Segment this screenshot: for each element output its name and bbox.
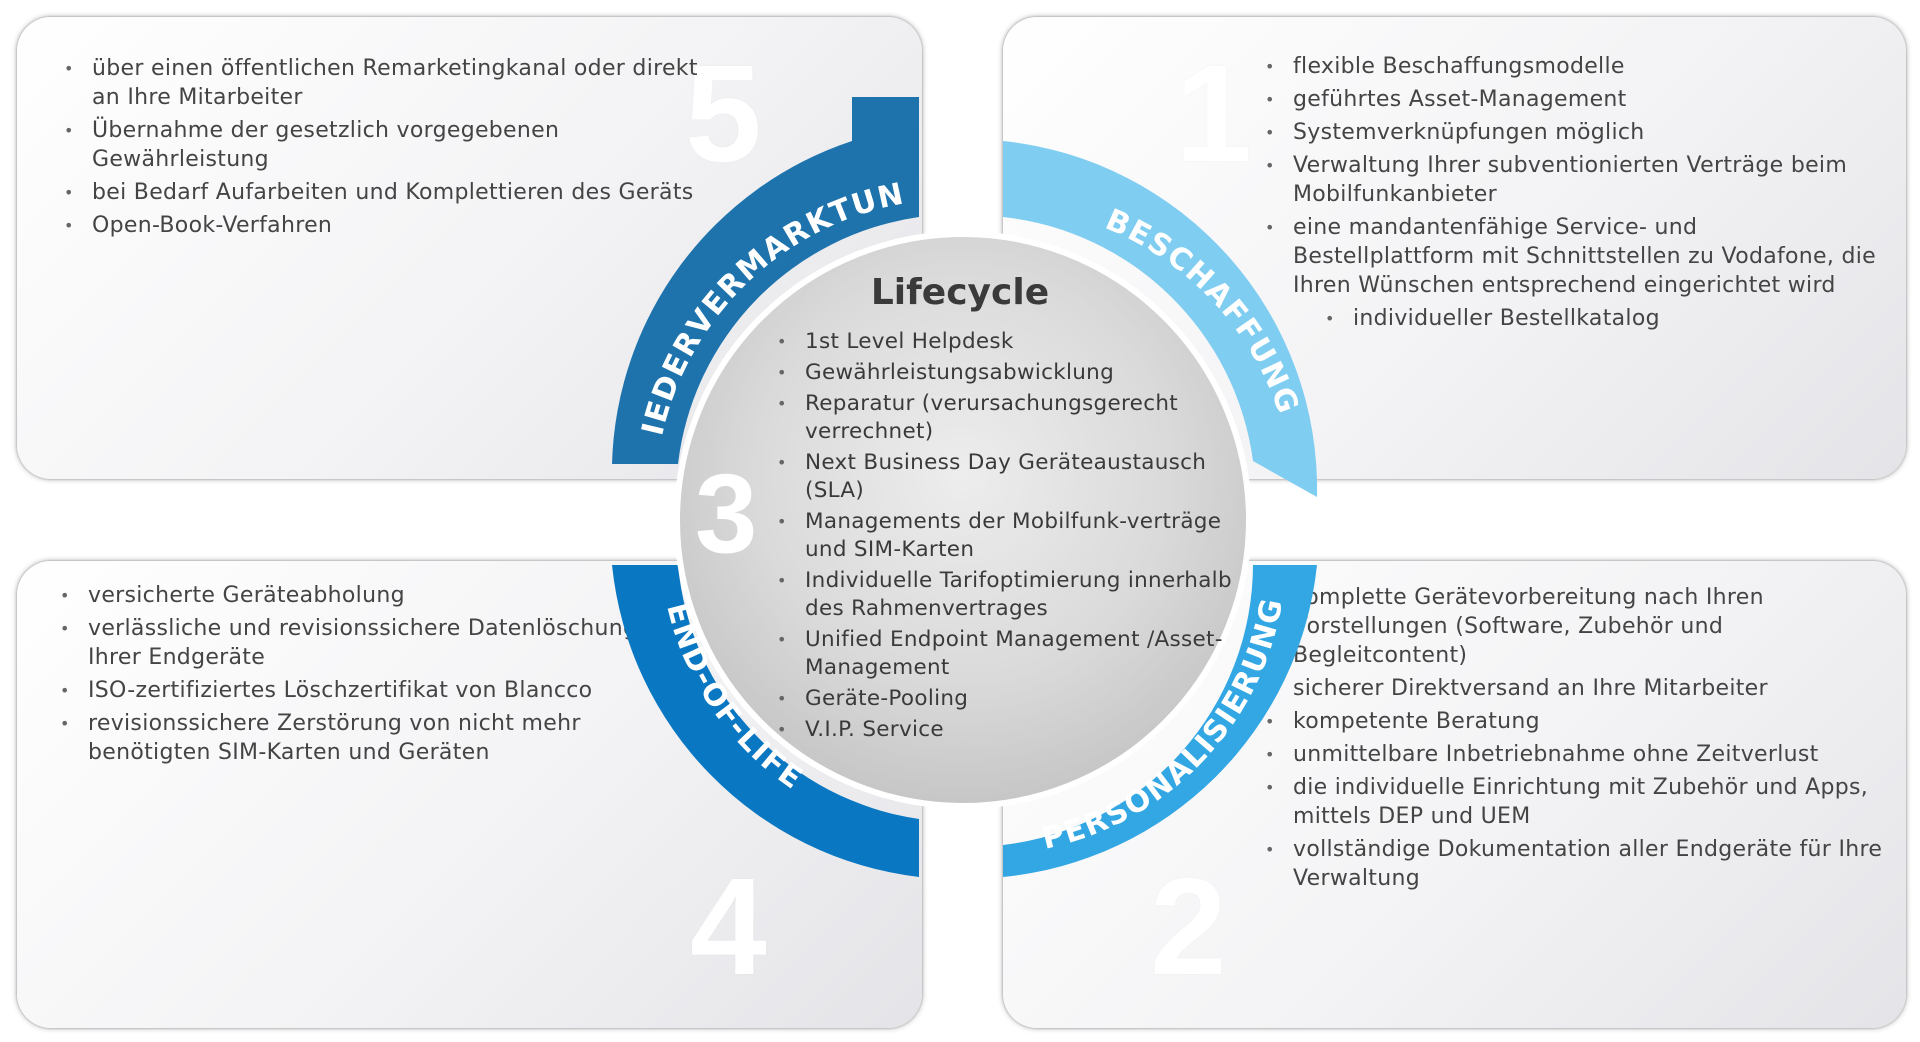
- personalisierung-list: komplette Gerätevorbereitung nach Ihren …: [1263, 583, 1893, 897]
- wiedervermarktung-list: über einen öffentlichen Remarketingkanal…: [62, 54, 702, 244]
- list-item: versicherte Geräteabholung: [58, 581, 658, 610]
- list-item: Open-Book-Verfahren: [62, 211, 702, 240]
- list-item: Übernahme der gesetzlich vorgegebenen Ge…: [62, 116, 702, 174]
- list-item: kompetente Beratung: [1263, 707, 1893, 736]
- list-item: Geräte-Pooling: [775, 685, 1245, 713]
- beschaffung-list: flexible Beschaffungsmodelle geführtes A…: [1263, 52, 1883, 337]
- list-item: die individuelle Einrichtung mit Zubehör…: [1263, 773, 1893, 831]
- list-item: Gewährleistungsabwicklung: [775, 359, 1245, 387]
- list-item: ISO-zertifiziertes Löschzertifikat von B…: [58, 676, 658, 705]
- ring-segment-personalisierung: [1003, 565, 1317, 877]
- list-item: unmittelbare Inbetriebnahme ohne Zeitver…: [1263, 740, 1893, 769]
- list-item: Reparatur (verursachungsgerecht verrechn…: [775, 390, 1245, 446]
- list-item: Unified Endpoint Management /Asset-Manag…: [775, 626, 1245, 682]
- list-item: Managements der Mobilfunk-verträge und S…: [775, 508, 1245, 564]
- list-item: sicherer Direktversand an Ihre Mitarbeit…: [1263, 674, 1893, 703]
- list-sub-item: individueller Bestellkatalog: [1323, 304, 1883, 333]
- ring-segment-end-of-life: [612, 565, 919, 877]
- list-item: Individuelle Tarifoptimierung innerhalb …: [775, 567, 1245, 623]
- step-number-3: 3: [695, 451, 758, 576]
- list-item: über einen öffentlichen Remarketingkanal…: [62, 54, 702, 112]
- list-item: bei Bedarf Aufarbeiten und Komplettieren…: [62, 178, 702, 207]
- end-of-life-list: versicherte Geräteabholung verlässliche …: [58, 581, 658, 771]
- list-item: geführtes Asset-Management: [1263, 85, 1883, 114]
- list-item: V.I.P. Service: [775, 716, 1245, 744]
- list-item: flexible Beschaffungsmodelle: [1263, 52, 1883, 81]
- list-item: Verwaltung Ihrer subventionierten Verträ…: [1263, 151, 1883, 209]
- list-item: eine mandantenfähige Service- und Bestel…: [1263, 213, 1883, 300]
- list-item: vollständige Dokumentation aller Endgerä…: [1263, 835, 1893, 893]
- step-number-1: 1: [1175, 37, 1252, 191]
- list-item: Systemverknüpfungen möglich: [1263, 118, 1883, 147]
- list-item: Next Business Day Geräteaustausch (SLA): [775, 449, 1245, 505]
- center-title: Lifecycle: [870, 272, 1050, 313]
- step-number-2: 2: [1150, 850, 1227, 1004]
- step-number-4: 4: [690, 850, 767, 1004]
- list-item: 1st Level Helpdesk: [775, 328, 1245, 356]
- list-item: verlässliche und revisionssichere Datenl…: [58, 614, 658, 672]
- list-item: revisionssichere Zerstörung von nicht me…: [58, 709, 658, 767]
- ring-segment-wiedervermarktung: [612, 97, 919, 464]
- list-item: komplette Gerätevorbereitung nach Ihren …: [1263, 583, 1893, 670]
- lifecycle-list: 1st Level Helpdesk Gewährleistungsabwick…: [775, 328, 1245, 747]
